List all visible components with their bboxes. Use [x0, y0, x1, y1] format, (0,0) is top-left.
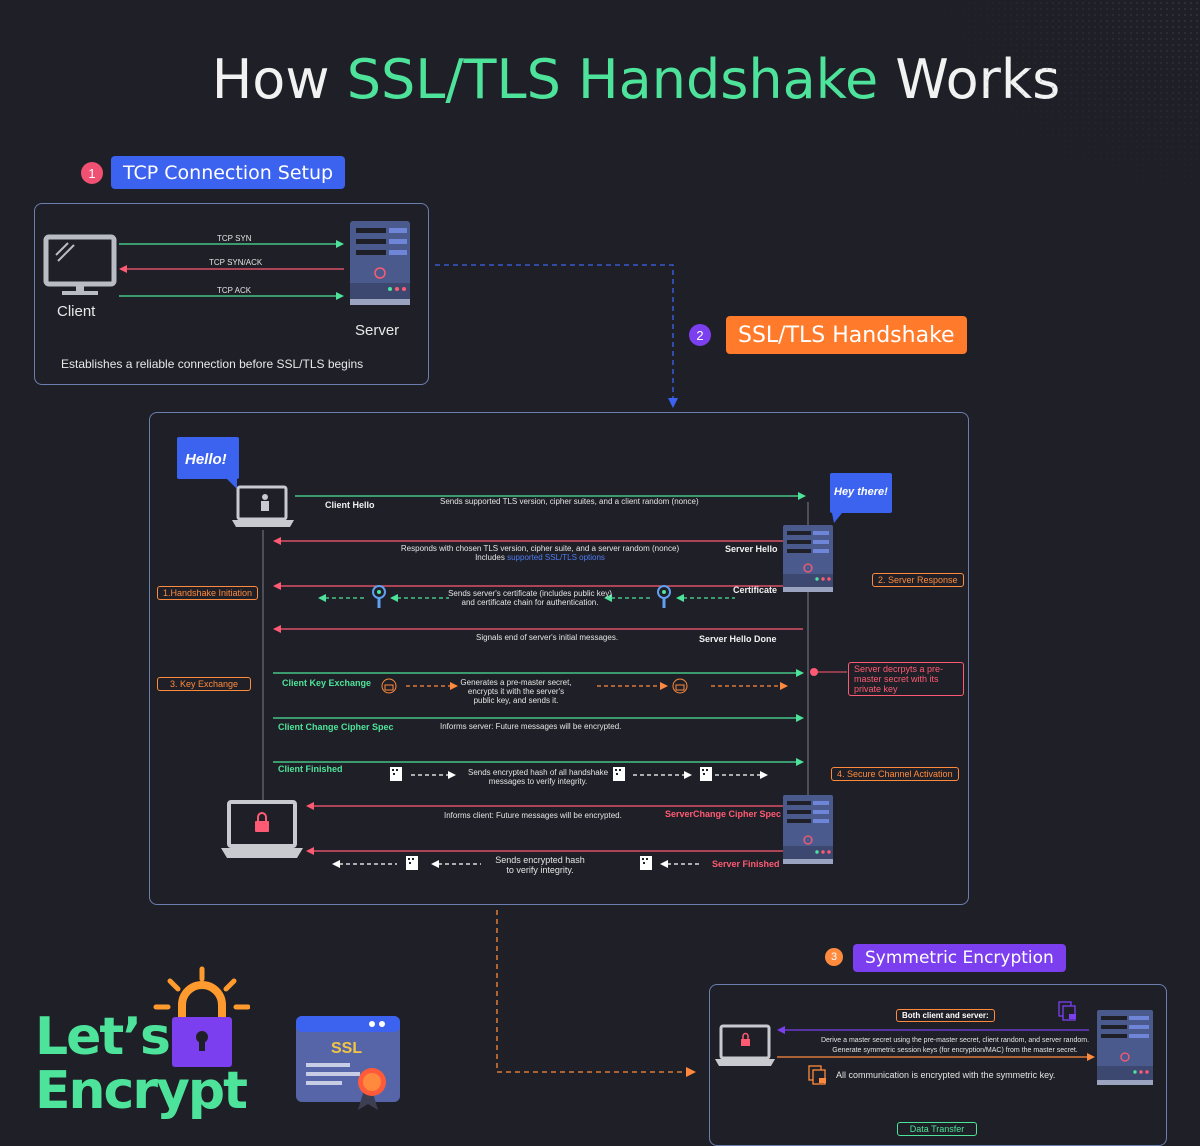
step-2-label: SSL/TLS Handshake — [726, 316, 967, 354]
hey-there-text: Hey there! — [834, 486, 888, 498]
certificate-desc: Sends server's certificate (includes pub… — [420, 589, 640, 607]
both-client-server-tag: Both client and server: — [896, 1009, 995, 1022]
certificate-label: Certificate — [733, 585, 778, 595]
title-pre: How — [211, 48, 347, 111]
server-top-icon — [783, 525, 833, 592]
step-1-label: TCP Connection Setup — [111, 156, 346, 189]
server-hello-desc-line1: Responds with chosen TLS version, cipher… — [400, 544, 680, 553]
client-ccs-desc: Informs server: Future messages will be … — [440, 722, 622, 731]
hash-icon-2 — [613, 767, 625, 781]
tag-server-response: 2. Server Response — [872, 573, 964, 587]
symmetric-diagram — [715, 1001, 1153, 1085]
certificate-key-icon-left — [372, 585, 386, 608]
tcp-syn-label: TCP SYN — [217, 234, 252, 243]
cke-desc-line2: encrypts it with the server's — [467, 687, 565, 696]
tcp-diagram — [43, 221, 410, 305]
tag-handshake-initiation: 1.Handshake Initiation — [157, 586, 259, 600]
client-finished-desc-line2: messages to verify integrity. — [488, 777, 588, 786]
hash-icon-4 — [406, 856, 418, 870]
server-hello-done-desc: Signals end of server's initial messages… — [476, 633, 619, 642]
step-1-badge: 1 — [81, 162, 103, 184]
encrypted-lock-icon-left — [381, 678, 397, 694]
cke-desc: Generates a pre-master secret,encrypts i… — [460, 678, 572, 705]
server-icon — [350, 221, 410, 305]
client-finished-desc-line1: Sends encrypted hash of all handshake — [468, 768, 609, 777]
step-3-label: Symmetric Encryption — [853, 944, 1066, 972]
server-hello-desc-includes: Includes — [475, 553, 508, 562]
encrypted-lock-icon-right — [672, 678, 688, 694]
tcp-panel — [34, 203, 429, 385]
server-hello-desc: Responds with chosen TLS version, cipher… — [395, 544, 685, 562]
lets-encrypt-logo-icon — [153, 966, 250, 1067]
handshake-diagram — [221, 485, 847, 870]
hash-icon-5 — [640, 856, 652, 870]
client-hello-desc: Sends supported TLS version, cipher suit… — [440, 497, 699, 506]
handshake-panel — [149, 412, 969, 905]
hash-icon-1 — [390, 767, 402, 781]
tag-key-exchange: 3. Key Exchange — [157, 677, 251, 691]
client-laptop-locked-icon — [221, 800, 303, 858]
certificate-desc-line2: and certificate chain for authentication… — [461, 598, 599, 607]
tcp-note: Establishes a reliable connection before… — [61, 357, 364, 371]
logo-line2: Encrypt — [35, 1061, 248, 1121]
data-transfer-tag: Data Transfer — [897, 1122, 977, 1136]
certificate-key-icon-right — [657, 585, 671, 608]
hash-icon-3 — [700, 767, 712, 781]
logo-line1: Let’s — [35, 1007, 171, 1067]
client-monitor-icon — [43, 234, 117, 295]
ssl-certificate-icon — [296, 1016, 400, 1110]
hello-text: Hello! — [185, 451, 227, 468]
client-key-exchange-label: Client Key Exchange — [282, 678, 372, 688]
cke-desc-line3: public key, and sends it. — [473, 696, 559, 705]
client-laptop-icon — [232, 485, 294, 527]
cke-desc-line1: Generates a pre-master secret, — [460, 678, 572, 687]
client-hello-label: Client Hello — [325, 500, 375, 510]
server-bottom-icon — [783, 795, 833, 864]
server-hello-done-label: Server Hello Done — [699, 634, 777, 644]
server-decrypts-tag: Server decrpyts a pre-master secret with… — [848, 662, 964, 696]
step-3-badge: 3 — [825, 948, 843, 966]
step-2-badge: 2 — [689, 324, 711, 346]
tcp-ack-label: TCP ACK — [217, 286, 252, 295]
hey-there-bubble — [830, 473, 892, 523]
tag-secure-channel: 4. Secure Channel Activation — [831, 767, 959, 781]
symmetric-desc-line2: Generate symmetric session keys (for enc… — [832, 1047, 1078, 1054]
decorative-dots — [930, 0, 1200, 200]
copy-lock-icon-bottom — [808, 1065, 826, 1085]
hello-bubble — [177, 437, 239, 489]
symmetric-client-laptop-icon — [715, 1024, 775, 1066]
supported-options-link: supported SSL/TLS options — [507, 553, 605, 562]
server-ccs-desc: Informs client: Future messages will be … — [444, 811, 622, 820]
symmetric-desc: Derive a master secret using the pre-mas… — [800, 1036, 1110, 1056]
server-ccs-label: ServerChange Cipher Spec — [665, 809, 782, 819]
all-communication-text: All communication is encrypted with the … — [836, 1070, 1056, 1080]
client-label: Client — [57, 303, 96, 320]
connector-tls-to-symmetric — [496, 910, 696, 1077]
copy-lock-icon-top — [1058, 1001, 1076, 1021]
ssl-text: SSL — [331, 1040, 363, 1057]
client-finished-label: Client Finished — [278, 764, 343, 774]
connector-tcp-to-tls — [435, 264, 678, 408]
server-finished-label: Server Finished — [712, 859, 780, 869]
title-highlight: SSL/TLS Handshake — [346, 48, 879, 111]
symmetric-desc-line1: Derive a master secret using the pre-mas… — [820, 1037, 1090, 1044]
symmetric-server-icon — [1097, 1010, 1153, 1085]
server-finished-desc-line2: to verify integrity. — [506, 865, 574, 875]
certificate-desc-line1: Sends server's certificate (includes pub… — [448, 589, 612, 598]
server-label: Server — [355, 322, 400, 339]
server-hello-label: Server Hello — [725, 544, 778, 554]
client-ccs-label: Client Change Cipher Spec — [278, 722, 394, 732]
server-finished-desc-line1: Sends encrypted hash — [495, 855, 585, 865]
tcp-synack-label: TCP SYN/ACK — [209, 258, 263, 267]
